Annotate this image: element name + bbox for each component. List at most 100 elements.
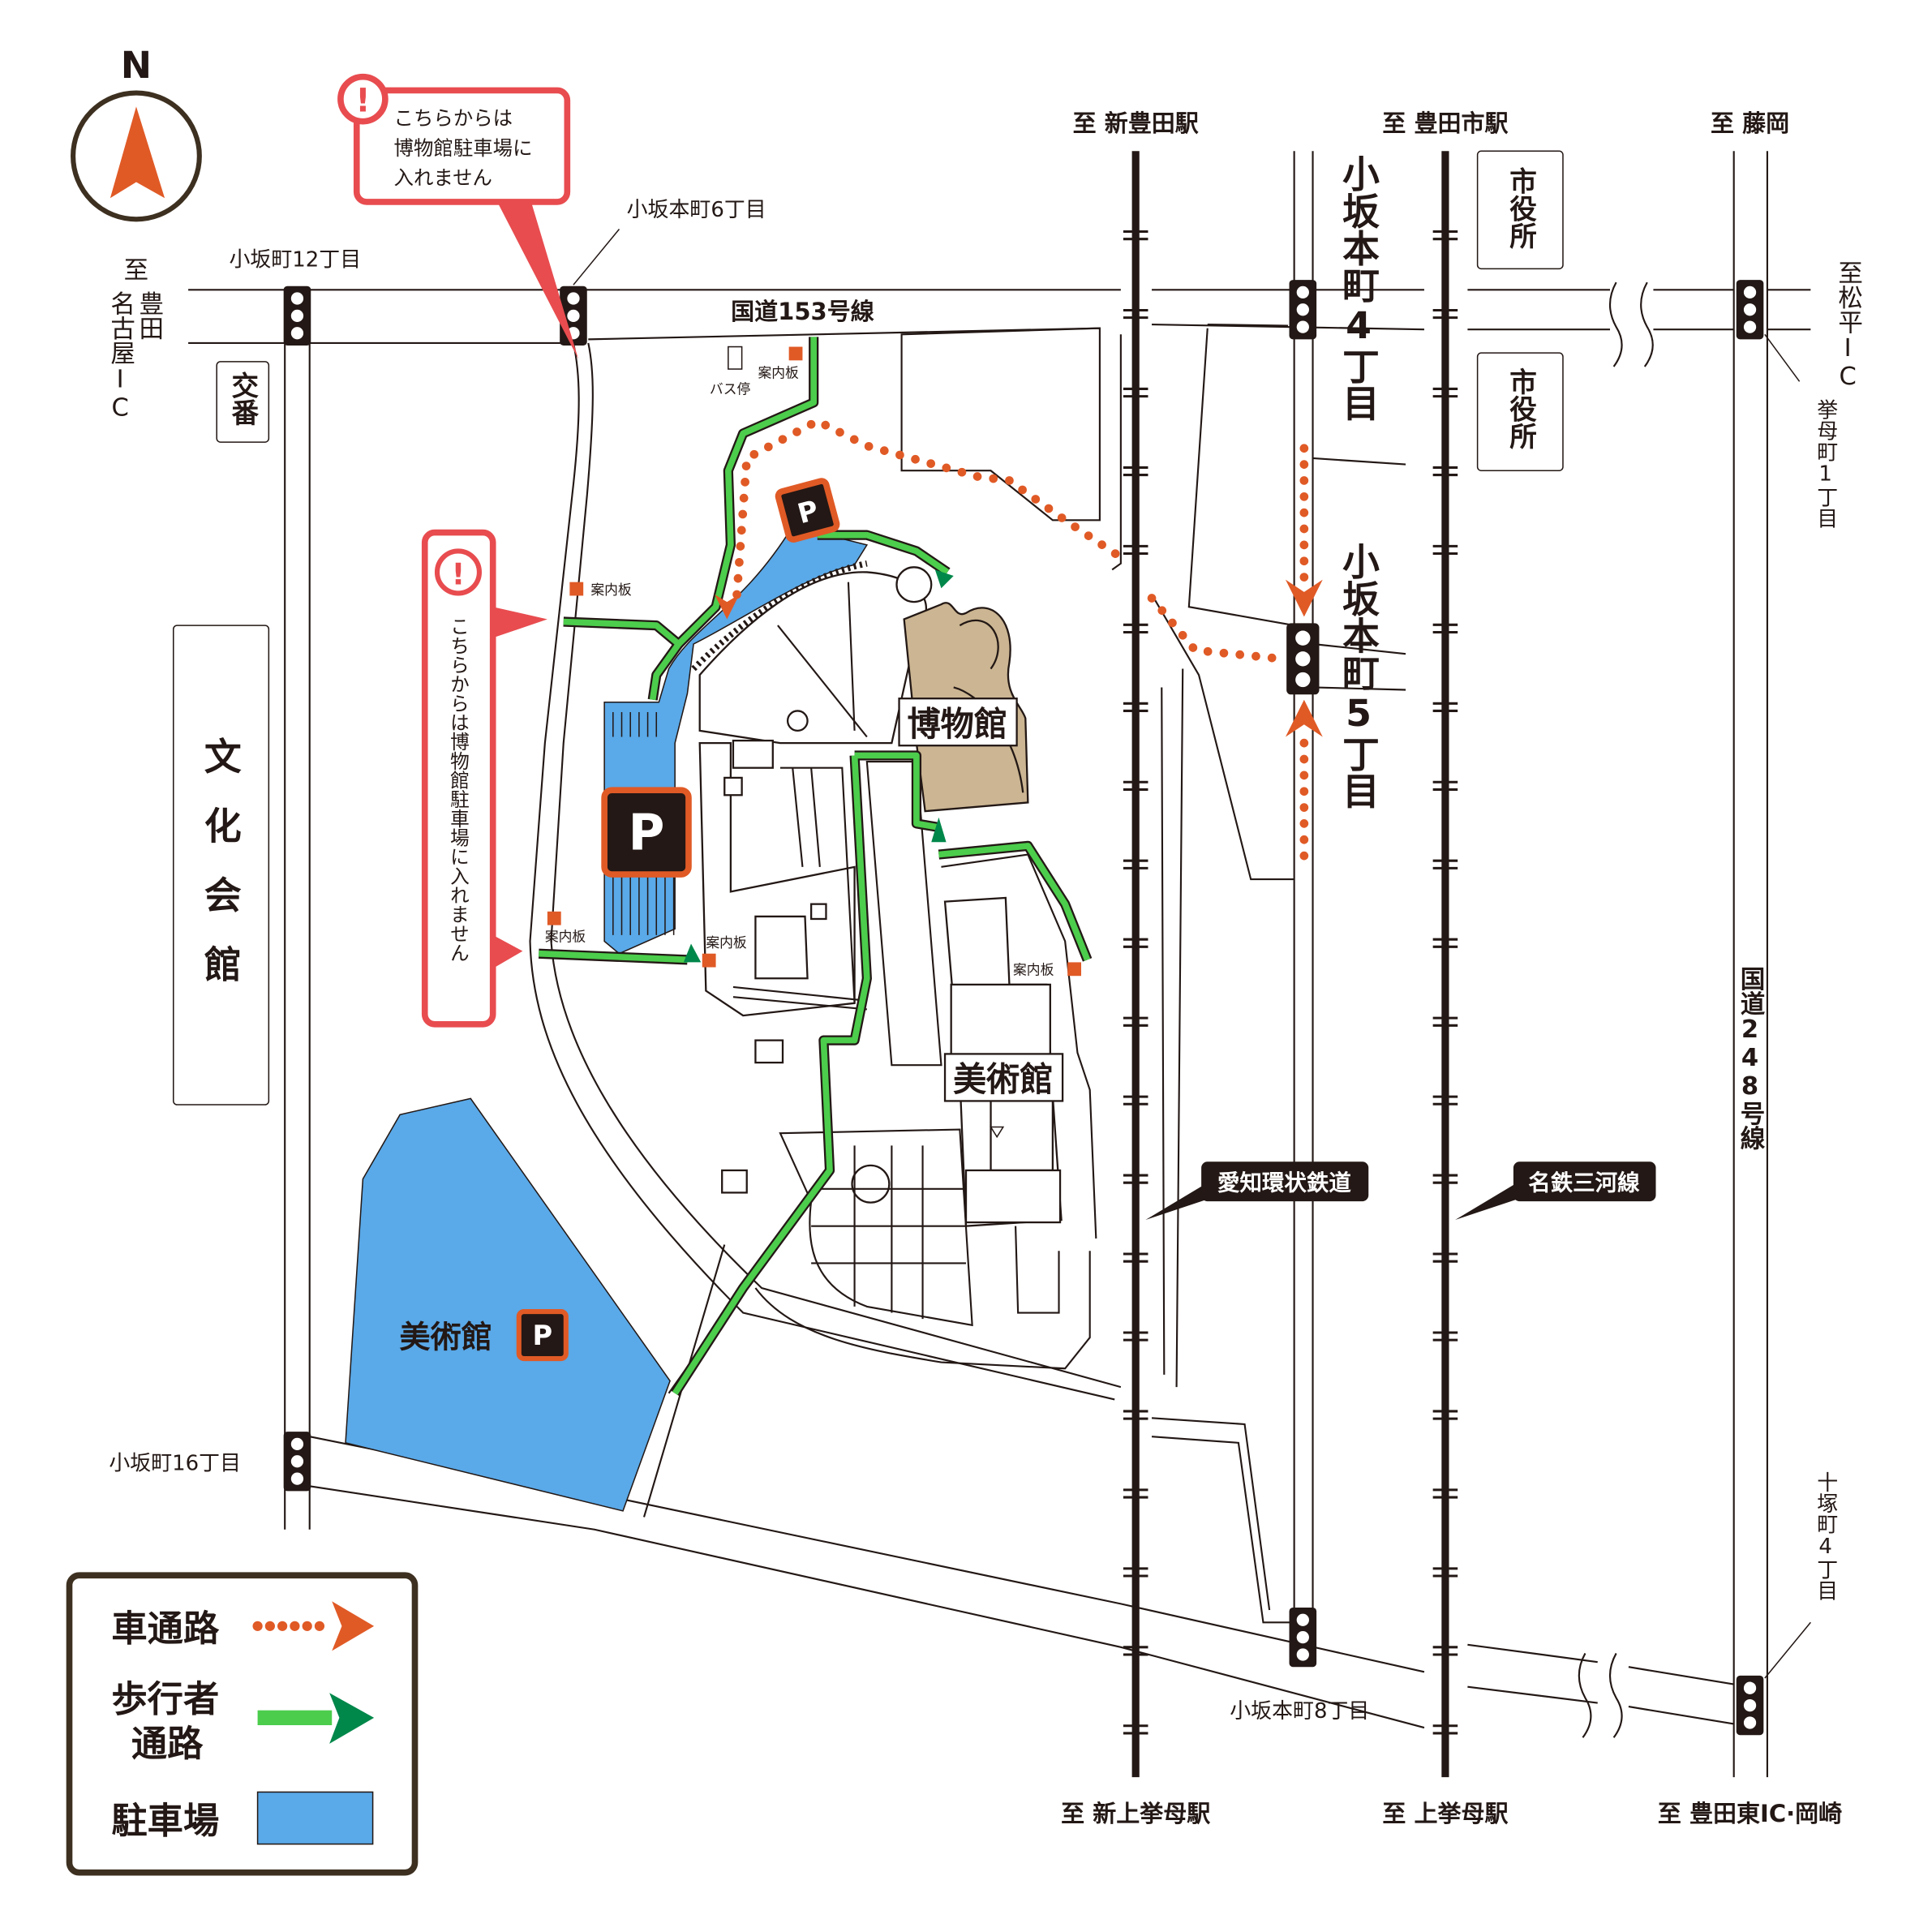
parking-stalls — [612, 560, 868, 935]
car-arrow-icon — [1285, 699, 1323, 737]
info-board-icon — [788, 346, 803, 361]
parking-icon: P — [629, 804, 665, 861]
legend: 車通路 歩行者 通路 駐車場 — [66, 1572, 419, 1876]
city-hall-label: 市役所 — [1505, 166, 1537, 250]
warning-text: こちらからは博物館駐車場に入れません — [447, 616, 470, 962]
traffic-light-icon — [1289, 280, 1317, 340]
info-board-icon — [702, 953, 716, 968]
city-hall-north[interactable]: 市役所 — [1476, 150, 1564, 270]
exclamation-icon — [434, 548, 482, 596]
pedestrian-arrow-icon — [329, 1693, 375, 1744]
art-museum-label: 美術館 — [943, 1053, 1064, 1102]
museum-grounds — [698, 566, 1097, 1370]
car-arrow-icon — [1285, 579, 1323, 617]
city-hall-label: 市役所 — [1505, 367, 1537, 450]
car-routes — [715, 416, 1323, 872]
legend-pedestrian-line — [257, 1710, 333, 1726]
art-museum-parking-label: 美術館 — [399, 1320, 492, 1355]
warning-text: こちらからは — [394, 106, 513, 130]
pedestrian-route — [672, 755, 870, 1395]
pedestrian-route — [817, 531, 950, 575]
legend-parking-label: 駐車場 — [111, 1801, 219, 1842]
koban: 交番 — [216, 361, 270, 443]
intersection-kosaka12: 小坂町12丁目 — [229, 247, 361, 272]
car-arrow-icon — [332, 1601, 375, 1651]
exclamation-icon — [337, 73, 389, 125]
art-museum-name: 美術館 — [953, 1060, 1054, 1099]
art-museum-building[interactable] — [943, 896, 1063, 1314]
info-board-label: 案内板 — [545, 928, 586, 944]
destination-toyotashi: 至 豊田市駅 — [1382, 109, 1508, 137]
museum-name: 博物館 — [907, 705, 1007, 744]
pedestrian-route — [854, 752, 940, 831]
pedestrian-route — [539, 950, 688, 964]
warning-callout-west: ! こちらからは博物館駐車場に入れません — [421, 529, 547, 1028]
warning-text: 博物館駐車場に — [394, 136, 533, 160]
exclamation-mark: ! — [452, 557, 466, 592]
aikan-label: 愛知環状鉄道 — [1217, 1170, 1351, 1196]
parking-sign-art-museum[interactable]: 美術館 P — [399, 1308, 569, 1362]
destination-shin-toyota: 至 新豊田駅 — [1073, 109, 1199, 137]
info-board-icon — [569, 582, 584, 596]
legend-pedestrian-label: 歩行者 — [111, 1679, 219, 1720]
traffic-light-icon — [283, 286, 311, 346]
info-board-icon — [547, 911, 561, 925]
destination-nagoya-ic: 名古屋IC — [106, 291, 135, 423]
bus-stop-icon — [728, 346, 743, 370]
intersection-kosakahonmachi5: 小坂本町5丁目 — [1337, 543, 1380, 809]
legend-pedestrian-label-2: 通路 — [131, 1724, 204, 1765]
warning-text: 入れません — [394, 166, 492, 190]
to-label: 至 — [124, 257, 149, 286]
legend-parking-swatch — [256, 1791, 374, 1845]
intersection-kosaka16: 小坂町16丁目 — [109, 1451, 241, 1475]
destination-toyota-higashi: 至 豊田東IC·岡崎 — [1658, 1800, 1842, 1827]
traffic-light-icon — [1286, 623, 1320, 695]
traffic-light-icon — [283, 1432, 311, 1492]
traffic-light-icon — [1736, 280, 1764, 340]
koban-label: 交番 — [227, 371, 259, 427]
parking-sign-large[interactable]: P — [601, 787, 692, 878]
railways — [1123, 151, 1458, 1778]
pedestrian-routes — [538, 337, 1093, 1397]
info-board-icon — [1067, 962, 1082, 977]
intersection-kosakahonmachi6: 小坂本町6丁目 — [627, 198, 766, 222]
intersection-kosakahonmachi8: 小坂本町8丁目 — [1230, 1699, 1369, 1724]
info-board-label: 案内板 — [1013, 962, 1054, 978]
exclamation-mark: ! — [355, 82, 370, 119]
intersection-kosakahonmachi4: 小坂本町4丁目 — [1337, 155, 1380, 422]
route-248-label: 国道248号線 — [1736, 966, 1765, 1150]
parking-sign-museum-lot[interactable]: P — [775, 478, 840, 543]
labels: 至 豊田 名古屋IC 小坂町12丁目 小坂本町6丁目 国道153号線 至 新豊田… — [106, 109, 1863, 1827]
compass: N — [71, 43, 202, 222]
legend-car-route-label: 車通路 — [111, 1608, 220, 1650]
north-label: N — [121, 43, 152, 87]
bus-stop-label: バス停 — [710, 381, 750, 397]
aikan-railway-label: 愛知環状鉄道 — [1145, 1161, 1369, 1221]
destination-toyota: 豊田 — [135, 291, 163, 341]
info-board-label: 案内板 — [758, 365, 799, 381]
meitetsu-railway-label: 名鉄三河線 — [1455, 1161, 1656, 1221]
info-board-label: 案内板 — [706, 934, 747, 951]
pedestrian-route — [563, 618, 682, 701]
info-board-label: 案内板 — [590, 582, 632, 598]
destination-kami-koromo: 至 上挙母駅 — [1382, 1800, 1508, 1827]
warning-callout-north: ! こちらからは 博物館駐車場に 入れません — [337, 73, 579, 359]
north-arrow-icon — [109, 106, 165, 199]
pedestrian-arrow-icon — [683, 943, 702, 963]
destination-matsudaira: 至松平IC — [1834, 260, 1863, 392]
pedestrian-arrow-icon — [931, 817, 947, 843]
traffic-light-icon — [1289, 1607, 1317, 1668]
pedestrian-route — [938, 843, 1091, 961]
art-museum-parking-lot[interactable] — [345, 1097, 671, 1512]
bunka-kaikan[interactable]: 文化会館 — [173, 625, 270, 1106]
destination-shin-koromo: 至 新上挙母駅 — [1061, 1800, 1210, 1827]
meitetsu-label: 名鉄三河線 — [1528, 1170, 1640, 1196]
route-153-label: 国道153号線 — [731, 298, 874, 325]
city-hall-south[interactable]: 市役所 — [1476, 352, 1564, 471]
bunka-kaikan-label: 文化会館 — [199, 737, 243, 1015]
compass-ring — [71, 90, 202, 222]
destination-fujioka: 至 藤岡 — [1711, 109, 1789, 137]
roads — [188, 151, 1811, 1778]
pedestrian-route — [676, 337, 818, 646]
